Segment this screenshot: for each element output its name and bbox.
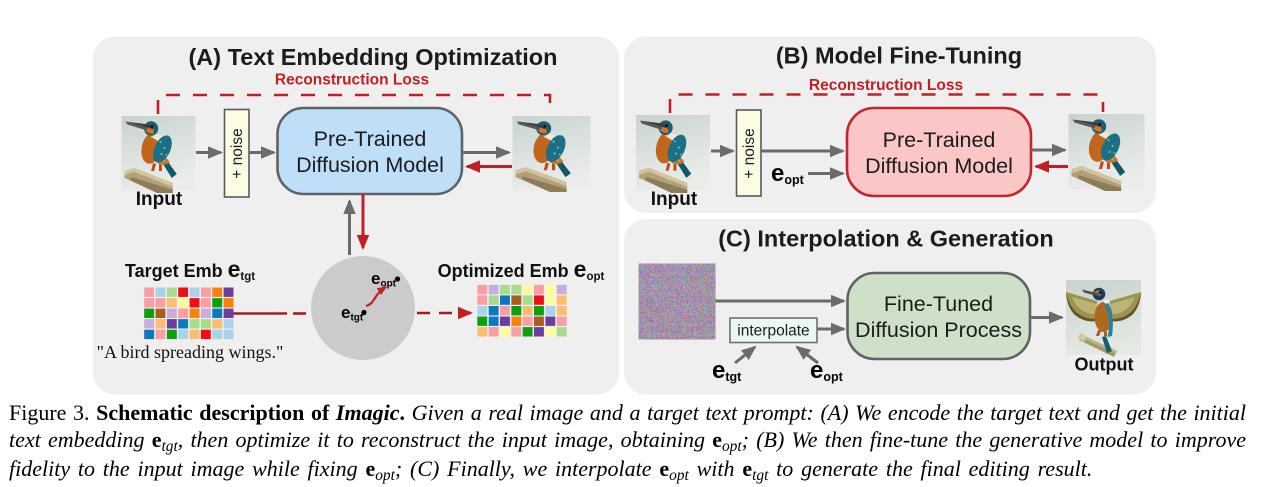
- svg-text:Output: Output: [1075, 355, 1134, 375]
- svg-text:interpolate: interpolate: [737, 323, 809, 340]
- svg-text:+ noise: + noise: [741, 128, 758, 178]
- svg-text:Input: Input: [651, 189, 698, 210]
- svg-text:(A) Text Embedding Optimizatio: (A) Text Embedding Optimization: [188, 44, 557, 70]
- svg-text:Reconstruction Loss: Reconstruction Loss: [275, 72, 429, 89]
- svg-text:(C) Interpolation & Generation: (C) Interpolation & Generation: [718, 226, 1054, 252]
- svg-text:Pre-Trained: Pre-Trained: [314, 127, 427, 151]
- svg-text:Diffusion Process: Diffusion Process: [855, 318, 1022, 342]
- svg-text:Optimized Emb eopt: Optimized Emb eopt: [438, 256, 605, 283]
- svg-text:Diffusion Model: Diffusion Model: [865, 154, 1013, 178]
- svg-text:Reconstruction Loss: Reconstruction Loss: [809, 77, 963, 94]
- svg-text:"A bird spreading wings.": "A bird spreading wings.": [97, 342, 284, 362]
- svg-text:(B) Model Fine-Tuning: (B) Model Fine-Tuning: [776, 43, 1022, 69]
- svg-text:Target Emb etgt: Target Emb etgt: [125, 256, 255, 283]
- svg-text:Fine-Tuned: Fine-Tuned: [884, 292, 993, 316]
- svg-text:Input: Input: [136, 189, 183, 210]
- svg-text:Pre-Trained: Pre-Trained: [883, 128, 996, 152]
- svg-text:+ noise: + noise: [229, 128, 246, 178]
- svg-text:Diffusion Model: Diffusion Model: [296, 153, 444, 177]
